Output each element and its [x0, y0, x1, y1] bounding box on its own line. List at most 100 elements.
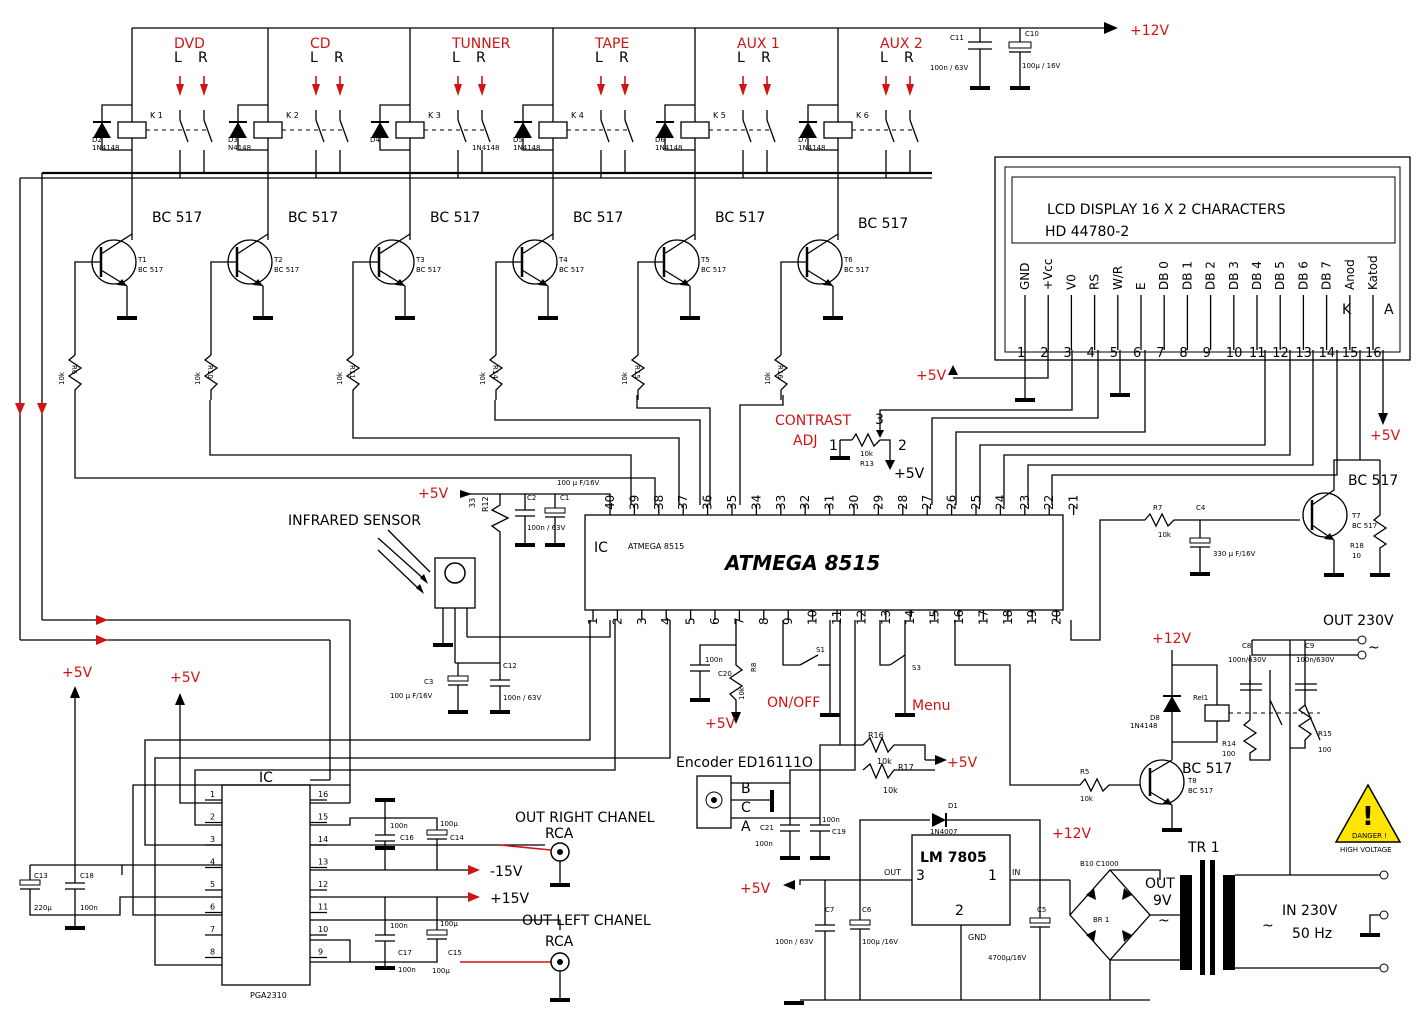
svg-text:BC 517: BC 517 — [152, 210, 202, 226]
svg-text:IN: IN — [1012, 868, 1020, 877]
pga-pin: 9 — [318, 948, 323, 957]
svg-text:BC 517: BC 517 — [138, 266, 163, 274]
lcd-pin-label: RS — [1088, 274, 1102, 290]
svg-text:BC 517: BC 517 — [274, 266, 299, 274]
mcu-name: ATMEGA 8515 — [723, 551, 880, 575]
svg-text:10k: 10k — [194, 371, 202, 385]
pga-pin: 14 — [318, 835, 328, 844]
svg-text:C21: C21 — [760, 824, 774, 832]
svg-text:100n: 100n — [755, 840, 773, 848]
svg-text:B10 C1000: B10 C1000 — [1080, 860, 1119, 868]
svg-text:L: L — [452, 50, 460, 66]
mcu-pin: 2 — [610, 617, 624, 625]
svg-text:100n/630V: 100n/630V — [1296, 656, 1335, 664]
svg-text:C6: C6 — [862, 906, 872, 914]
lcd-pin-label: W/R — [1111, 266, 1125, 290]
pga-pin: 3 — [210, 835, 215, 844]
svg-text:100: 100 — [1222, 750, 1235, 758]
svg-text:1N4148: 1N4148 — [655, 144, 683, 152]
svg-text:C8: C8 — [1242, 642, 1251, 650]
input-arrow-right — [763, 84, 771, 96]
pga-pin: 16 — [318, 790, 328, 799]
mcu-pin: 38 — [652, 495, 666, 510]
lcd-pin-number: 2 — [1040, 346, 1048, 361]
infrared-sensor: INFRARED SENSOR C3 100 µ F/16V C12 100n … — [288, 513, 611, 714]
svg-text:100n: 100n — [398, 966, 416, 974]
svg-text:T1: T1 — [137, 256, 147, 264]
svg-text:+15V: +15V — [490, 891, 530, 907]
svg-text:T6: T6 — [843, 256, 853, 264]
svg-text:100n: 100n — [822, 816, 840, 824]
svg-text:OUT: OUT — [1145, 876, 1175, 892]
svg-text:C14: C14 — [450, 834, 464, 842]
mcu-pin: 36 — [701, 495, 715, 510]
svg-text:T5: T5 — [700, 256, 710, 264]
svg-text:330 µ F/16V: 330 µ F/16V — [1213, 550, 1256, 558]
svg-text:10k: 10k — [738, 686, 746, 700]
lcd-pin-label: Anod — [1343, 259, 1357, 290]
svg-text:T8: T8 — [1187, 777, 1197, 785]
svg-text:50 Hz: 50 Hz — [1292, 926, 1332, 942]
svg-text:A: A — [1384, 302, 1394, 318]
pga-wiring: +5V +5V C13 220µ C18 100n OUT R — [19, 620, 671, 1002]
svg-text:R10: R10 — [206, 365, 214, 379]
lcd-pin-label: DB 0 — [1157, 261, 1171, 290]
mcu-pin: 12 — [854, 610, 868, 625]
svg-text:IC: IC — [594, 540, 608, 556]
rail-12v-label: +12V — [1130, 23, 1170, 39]
svg-text:K 2: K 2 — [286, 111, 299, 120]
svg-text:100µ: 100µ — [440, 920, 458, 928]
svg-text:K: K — [1342, 302, 1352, 318]
pga-pin: 5 — [210, 880, 215, 889]
svg-text:L: L — [310, 50, 318, 66]
pga-pin: 12 — [318, 880, 328, 889]
mcu-pin: 14 — [903, 610, 917, 625]
svg-text:100 µ F/16V: 100 µ F/16V — [557, 479, 600, 487]
svg-text:BC 517: BC 517 — [559, 266, 584, 274]
svg-text:Menu: Menu — [912, 698, 950, 714]
danger-sign: ! DANGER ! HIGH VOLTAGE — [1334, 783, 1402, 854]
lcd-pin-number: 12 — [1272, 346, 1289, 361]
svg-text:C13: C13 — [34, 872, 48, 880]
lcd-pin-number: 5 — [1110, 346, 1118, 361]
lcd-pin-number: 3 — [1063, 346, 1071, 361]
mcu-pin: 37 — [676, 495, 690, 510]
svg-text:D2: D2 — [92, 136, 102, 144]
svg-text:1N4148: 1N4148 — [92, 144, 120, 152]
mcu-pin: 3 — [635, 617, 649, 625]
svg-text:3: 3 — [875, 412, 884, 428]
svg-text:3: 3 — [916, 868, 925, 884]
svg-text:R11: R11 — [348, 365, 356, 379]
lcd-pin-label: DB 3 — [1227, 261, 1241, 290]
svg-text:10k: 10k — [1158, 531, 1172, 539]
lcd-pin-label: DB 6 — [1296, 261, 1310, 290]
svg-text:T4: T4 — [558, 256, 568, 264]
lcd-pin-label: DB 1 — [1180, 261, 1194, 290]
svg-text:+5V: +5V — [947, 755, 978, 771]
svg-text:+5V: +5V — [916, 368, 947, 384]
mcu-pin: 19 — [1025, 610, 1039, 625]
pga-pin: 10 — [318, 925, 328, 934]
svg-text:1N4148: 1N4148 — [798, 144, 826, 152]
svg-text:+5V: +5V — [705, 716, 736, 732]
svg-text:C9: C9 — [1305, 642, 1314, 650]
svg-text:D4: D4 — [370, 136, 380, 144]
svg-text:R: R — [334, 50, 344, 66]
mcu-pin: 24 — [993, 495, 1007, 510]
svg-text:C4: C4 — [1196, 504, 1206, 512]
svg-text:~: ~ — [1158, 913, 1170, 929]
mcu-pin: 31 — [823, 495, 837, 510]
svg-text:10k: 10k — [1080, 795, 1094, 803]
svg-text:GND: GND — [968, 933, 986, 942]
mcu-pin: 1 — [586, 617, 600, 625]
svg-text:100µ: 100µ — [440, 820, 458, 828]
lcd-pin-label: V0 — [1064, 274, 1078, 290]
input-arrow-right — [336, 84, 344, 96]
svg-text:IC: IC — [259, 770, 273, 786]
backlight-driver: R7 10k C4 330 µ F/16V BC 517 T7 BC 517 R… — [1070, 459, 1398, 641]
svg-text:S1: S1 — [816, 646, 825, 654]
mcu-pin: 13 — [879, 610, 893, 625]
svg-text:C: C — [741, 800, 751, 816]
